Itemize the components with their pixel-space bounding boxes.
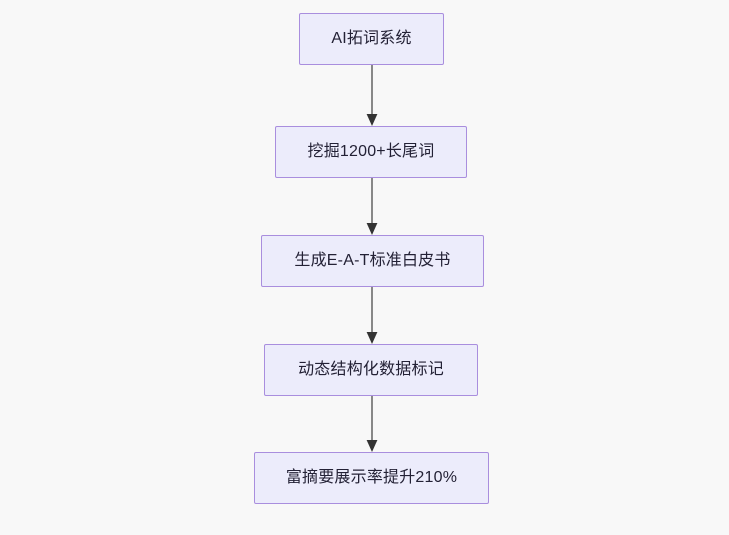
flow-node-ai-keyword-system[interactable]: AI拓词系统	[299, 13, 444, 65]
flow-edge-2-3	[362, 178, 382, 235]
flow-node-generate-eat-whitepaper[interactable]: 生成E-A-T标准白皮书	[261, 235, 484, 287]
flow-node-label: 动态结构化数据标记	[298, 361, 444, 378]
flow-edge-3-4	[362, 287, 382, 344]
flow-node-label: AI拓词系统	[331, 30, 412, 47]
flow-node-label: 挖掘1200+长尾词	[307, 143, 435, 160]
flow-node-label: 生成E-A-T标准白皮书	[294, 252, 451, 269]
flow-node-dynamic-structured-data-markup[interactable]: 动态结构化数据标记	[264, 344, 478, 396]
flow-node-mine-longtail-keywords[interactable]: 挖掘1200+长尾词	[275, 126, 467, 178]
flow-edge-1-2	[362, 65, 382, 126]
flow-edge-4-5	[362, 396, 382, 452]
flow-node-label: 富摘要展示率提升210%	[285, 469, 458, 486]
flow-node-rich-snippet-rate-result[interactable]: 富摘要展示率提升210%	[254, 452, 489, 504]
